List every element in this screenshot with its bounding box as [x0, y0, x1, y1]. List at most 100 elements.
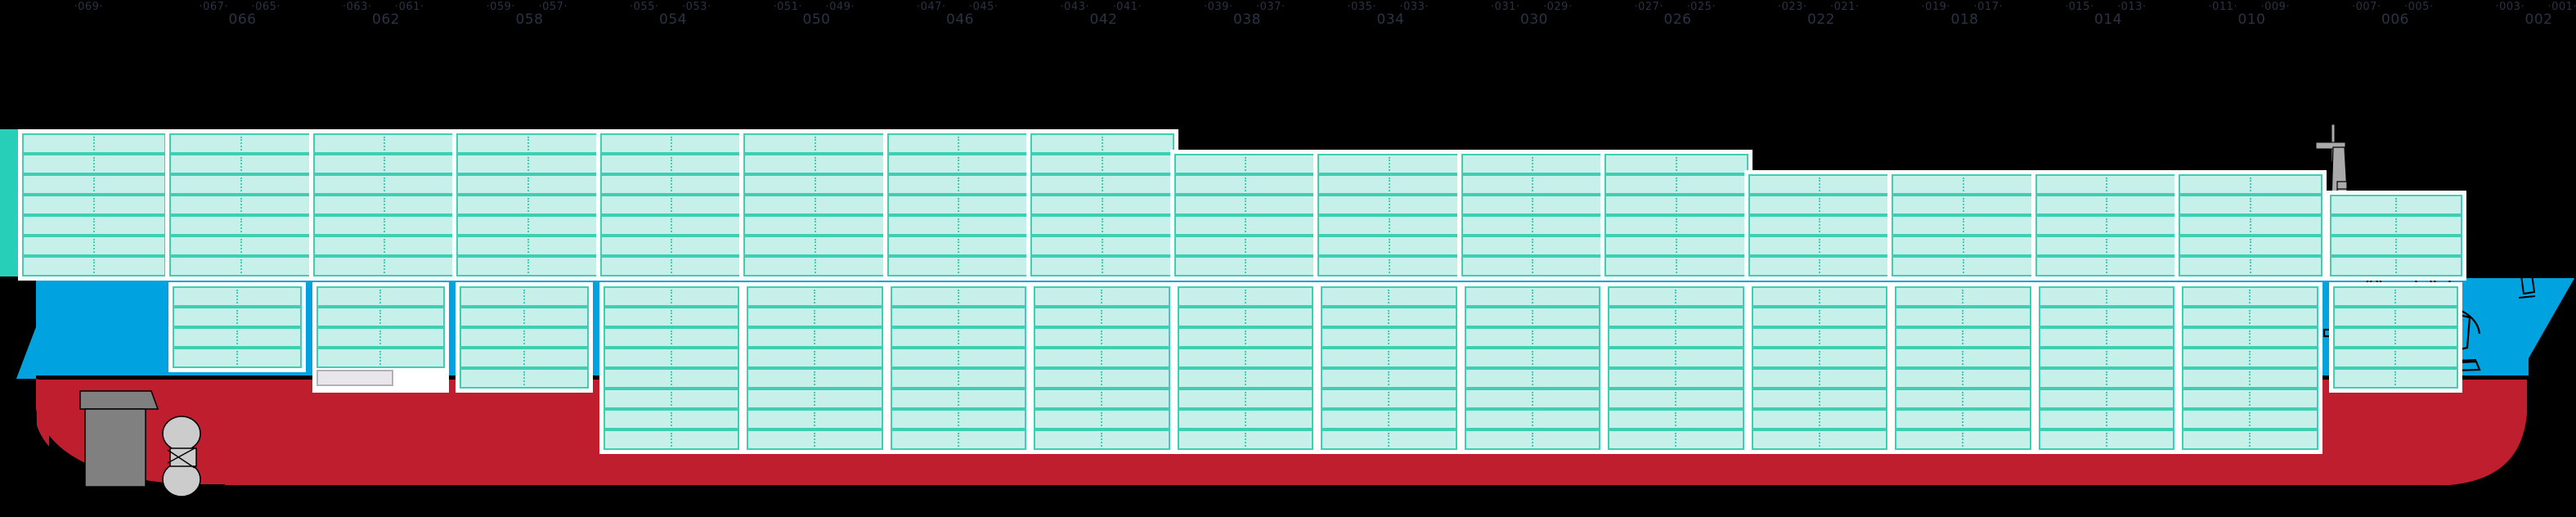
hold-slot-bay-050[interactable]	[603, 327, 739, 348]
deck-slot-bay-062[interactable]	[169, 154, 313, 174]
hold-slot-bay-026[interactable]	[1464, 286, 1600, 307]
deck-slot-bay-058[interactable]	[312, 133, 456, 154]
deck-slot-bay-026[interactable]	[1461, 256, 1604, 276]
hold-slot-bay-014[interactable]	[1895, 389, 2031, 409]
deck-slot-bay-018[interactable]	[1748, 256, 1892, 276]
deck-slot-bay-046[interactable]	[743, 195, 887, 215]
deck-slot-bay-054[interactable]	[456, 215, 600, 236]
bay-label-odd-aft[interactable]: ·067·	[199, 1, 229, 13]
deck-slot-bay-002[interactable]	[2329, 215, 2462, 236]
hold-slot-bay-006[interactable]	[2182, 429, 2318, 450]
hold-slot-bay-018[interactable]	[1751, 327, 1887, 348]
hold-slot-bay-022[interactable]	[1608, 286, 1744, 307]
hold-slot-bay-050[interactable]	[603, 368, 739, 389]
deck-slot-bay-054[interactable]	[456, 256, 600, 276]
hold-slot-bay-018[interactable]	[1751, 389, 1887, 409]
deck-slot-bay-058[interactable]	[312, 174, 456, 195]
deck-slot-bay-042[interactable]	[886, 174, 1030, 195]
hold-slot-bay-058[interactable]	[316, 286, 445, 307]
deck-slot-bay-042[interactable]	[886, 133, 1030, 154]
deck-slot-bay-038[interactable]	[1030, 236, 1174, 256]
hold-slot-bay-062[interactable]	[173, 307, 302, 327]
hold-stack-bay-018[interactable]	[1747, 282, 1892, 454]
deck-slot-bay-006[interactable]	[2179, 256, 2322, 276]
deck-slot-bay-050[interactable]	[599, 236, 743, 256]
deck-stack-bay-062[interactable]	[165, 129, 317, 281]
deck-slot-bay-058[interactable]	[312, 154, 456, 174]
hold-slot-bay-050[interactable]	[603, 389, 739, 409]
bay-label-even[interactable]: 050	[802, 11, 831, 28]
hold-slot-bay-038[interactable]	[1034, 389, 1170, 409]
hold-slot-bay-006[interactable]	[2182, 389, 2318, 409]
bay-label-even[interactable]: 010	[2237, 11, 2266, 28]
hold-slot-bay-006[interactable]	[2182, 286, 2318, 307]
deck-slot-bay-042[interactable]	[886, 256, 1030, 276]
bay-label-odd-aft[interactable]: ·015·	[2065, 1, 2094, 13]
hold-slot-bay-042[interactable]	[890, 286, 1026, 307]
hold-slot-bay-022[interactable]	[1608, 327, 1744, 348]
bay-label-odd-fwd[interactable]: ·005·	[2404, 1, 2434, 13]
hold-slot-bay-046[interactable]	[747, 429, 883, 450]
hold-slot-bay-002[interactable]	[2332, 327, 2458, 348]
hold-slot-bay-058[interactable]	[316, 327, 445, 348]
bay-label-odd-fwd[interactable]: ·033·	[1399, 1, 1429, 13]
hold-slot-bay-010[interactable]	[2038, 409, 2174, 429]
hold-slot-bay-010[interactable]	[2038, 368, 2174, 389]
bay-label-even[interactable]: 034	[1376, 11, 1405, 28]
deck-slot-bay-034[interactable]	[1174, 236, 1317, 256]
deck-slot-bay-050[interactable]	[599, 256, 743, 276]
hold-stack-bay-038[interactable]	[1030, 282, 1174, 454]
hold-slot-bay-062[interactable]	[173, 348, 302, 368]
deck-slot-bay-062[interactable]	[169, 256, 313, 276]
bay-label-odd-aft[interactable]: ·069·	[74, 1, 104, 13]
deck-stack-bay-034[interactable]	[1169, 150, 1322, 281]
hold-slot-bay-018[interactable]	[1751, 307, 1887, 327]
hold-stack-bay-046[interactable]	[743, 282, 887, 454]
deck-slot-bay-034[interactable]	[1174, 154, 1317, 174]
deck-slot-bay-026[interactable]	[1461, 154, 1604, 174]
bay-label-even[interactable]: 042	[1089, 11, 1118, 28]
deck-stack-bay-002[interactable]	[2325, 191, 2466, 281]
hold-slot-bay-050[interactable]	[603, 286, 739, 307]
hold-slot-bay-038[interactable]	[1034, 368, 1170, 389]
hold-slot-bay-006[interactable]	[2182, 368, 2318, 389]
hold-slot-bay-050[interactable]	[603, 429, 739, 450]
hold-slot-bay-022[interactable]	[1608, 389, 1744, 409]
bay-label-odd-fwd[interactable]: ·013·	[2117, 1, 2147, 13]
deck-slot-bay-022[interactable]	[1604, 256, 1748, 276]
hold-slot-bay-006[interactable]	[2182, 327, 2318, 348]
deck-slot-bay-062[interactable]	[169, 133, 313, 154]
hold-slot-bay-026[interactable]	[1464, 429, 1600, 450]
deck-stack-bay-014[interactable]	[1887, 170, 2040, 281]
deck-slot-bay-018[interactable]	[1748, 236, 1892, 256]
hold-slot-bay-010[interactable]	[2038, 286, 2174, 307]
deck-slot-bay-018[interactable]	[1748, 174, 1892, 195]
deck-slot-bay-014[interactable]	[1892, 236, 2035, 256]
deck-slot-bay-030[interactable]	[1317, 236, 1461, 256]
hold-slot-bay-034[interactable]	[1177, 286, 1313, 307]
hold-slot-bay-062[interactable]	[173, 286, 302, 307]
hold-slot-bay-054[interactable]	[460, 368, 589, 389]
hold-slot-bay-046[interactable]	[747, 348, 883, 368]
bay-label-odd-fwd[interactable]: ·061·	[395, 1, 424, 13]
bay-label-odd-aft[interactable]: ·011·	[2208, 1, 2238, 13]
hold-slot-bay-034[interactable]	[1177, 327, 1313, 348]
hold-slot-bay-030[interactable]	[1321, 389, 1457, 409]
bay-label-odd-fwd[interactable]: ·053·	[682, 1, 711, 13]
hold-slot-bay-002[interactable]	[2332, 286, 2458, 307]
hold-slot-bay-034[interactable]	[1177, 307, 1313, 327]
deck-slot-bay-062[interactable]	[169, 174, 313, 195]
bay-label-even[interactable]: 046	[946, 11, 974, 28]
hold-stack-bay-014[interactable]	[1891, 282, 2035, 454]
deck-slot-bay-062[interactable]	[169, 195, 313, 215]
hold-slot-bay-002[interactable]	[2332, 307, 2458, 327]
hold-stack-bay-002[interactable]	[2328, 282, 2462, 393]
hold-slot-bay-042[interactable]	[890, 429, 1026, 450]
hold-slot-bay-022[interactable]	[1608, 368, 1744, 389]
hold-slot-bay-014[interactable]	[1895, 327, 2031, 348]
deck-slot-bay-038[interactable]	[1030, 256, 1174, 276]
hold-slot-bay-006[interactable]	[2182, 409, 2318, 429]
hold-slot-bay-038[interactable]	[1034, 327, 1170, 348]
deck-stack-bay-010[interactable]	[2031, 170, 2183, 281]
deck-stack-bay-026[interactable]	[1456, 150, 1609, 281]
